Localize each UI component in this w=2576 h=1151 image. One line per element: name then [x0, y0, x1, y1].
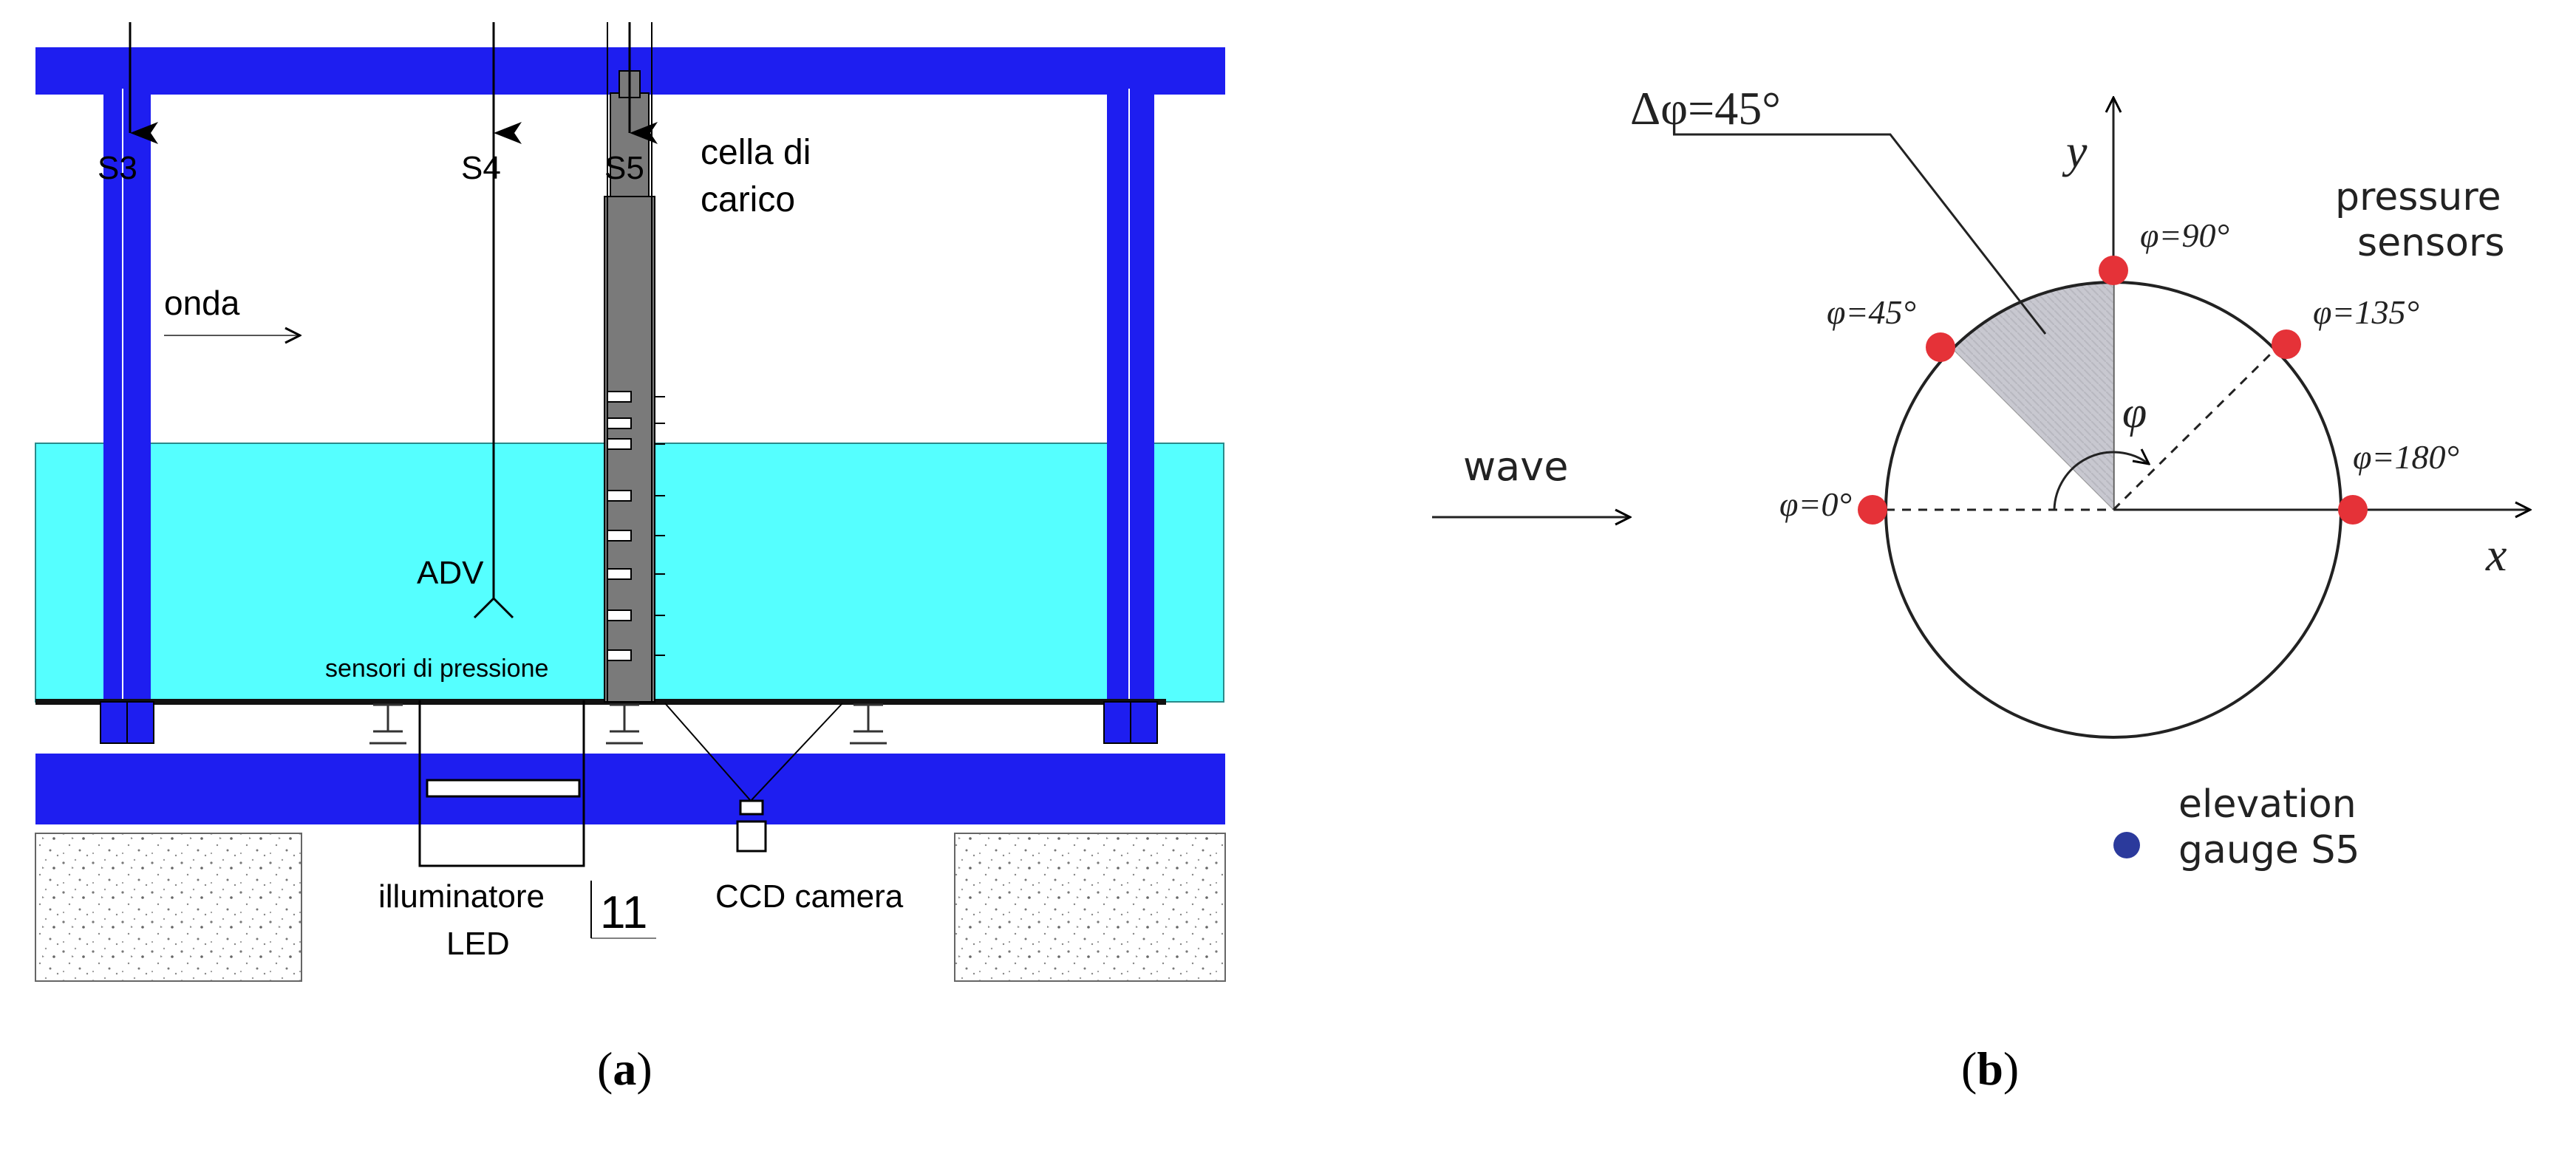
- label-adv: ADV: [417, 555, 484, 591]
- label-delta-phi: Δφ=45°: [1630, 82, 1781, 134]
- label-phi: φ: [2122, 388, 2147, 437]
- label-load-cell-line1: cella di: [701, 133, 811, 172]
- label-pressure-sensors-line2: sensors: [2357, 221, 2504, 265]
- caption-b-letter: b: [1977, 1042, 2003, 1095]
- caption-a: (a): [597, 1042, 652, 1095]
- pressure-sensor-0: [1858, 495, 1887, 525]
- dashed-radius-135: [2112, 347, 2277, 511]
- right-concrete-support: [954, 833, 1226, 982]
- label-s3: S3: [98, 150, 137, 186]
- label-pressure-sensors-line1: pressure: [2335, 175, 2501, 219]
- label-y-axis: y: [2062, 125, 2088, 177]
- label-sensor-90: φ=90°: [2140, 216, 2229, 254]
- panel-a: S3 S4 S5 cella di carico onda ADV sensor…: [35, 22, 1226, 982]
- phi-angle-arc: [2053, 452, 2149, 510]
- flume-floor: [35, 699, 1166, 705]
- right-column: [1107, 47, 1154, 742]
- adv-probe-head: [473, 597, 514, 619]
- label-ccd-camera: CCD camera: [715, 878, 904, 915]
- pressure-sensor-45: [1926, 332, 1955, 362]
- caption-a-letter: a: [613, 1042, 637, 1095]
- label-illuminator-line1: illuminatore: [378, 878, 545, 915]
- label-sensor-0: φ=0°: [1779, 485, 1852, 523]
- label-s4: S4: [461, 150, 501, 186]
- label-wave-b: wave: [1463, 443, 1568, 490]
- pressure-sensor-180: [2338, 495, 2368, 525]
- left-concrete-support: [35, 833, 302, 982]
- label-s5: S5: [604, 150, 644, 186]
- label-sensor-180: φ=180°: [2353, 438, 2459, 476]
- marker-number: 11: [600, 887, 647, 938]
- panel-b: Δφ=45° y x φ wave φ=0° φ=45° φ=90° φ=135…: [1432, 82, 2530, 872]
- elevation-gauge-marker: [2113, 832, 2140, 858]
- delta-phi-leader: [1673, 133, 2047, 335]
- label-elevation-gauge-line1: elevation: [2178, 782, 2357, 827]
- floor-supports: [369, 703, 887, 745]
- pressure-sensor-90: [2099, 256, 2128, 285]
- ccd-camera-body: [736, 820, 767, 853]
- ccd-camera: [739, 799, 764, 816]
- label-pressure-sensors-a: sensori di pressione: [325, 655, 548, 683]
- label-elevation-gauge-line2: gauge S5: [2178, 828, 2359, 872]
- cylinder-pressure-ports: [607, 391, 632, 661]
- left-column: [103, 47, 151, 742]
- label-x-axis: x: [2485, 528, 2507, 581]
- label-sensor-135: φ=135°: [2313, 293, 2419, 331]
- lower-frame-beam: [35, 754, 1225, 824]
- label-wave-a: onda: [164, 284, 240, 322]
- label-sensor-45: φ=45°: [1827, 293, 1916, 331]
- caption-b: (b): [1961, 1042, 2020, 1095]
- label-load-cell-line2: carico: [701, 180, 795, 219]
- label-illuminator-line2: LED: [446, 926, 510, 962]
- camera-field-of-view: [664, 703, 843, 802]
- led-illuminator: [426, 779, 581, 798]
- illuminator-light-box: [418, 700, 585, 867]
- pressure-sensor-135: [2272, 329, 2301, 359]
